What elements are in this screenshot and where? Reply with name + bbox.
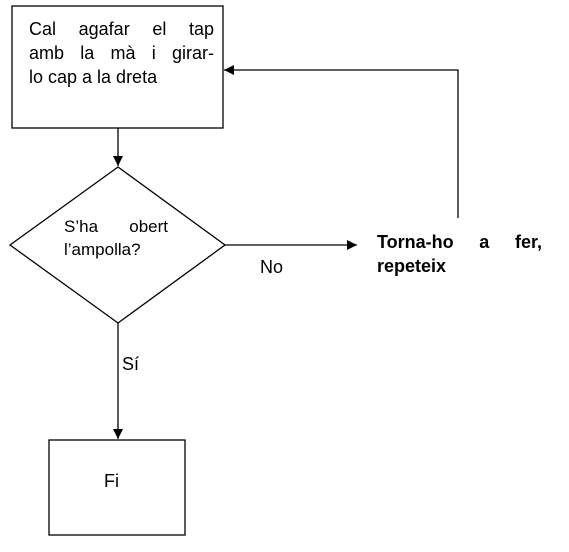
end-box-text: Fi xyxy=(104,471,119,491)
start-box xyxy=(11,5,224,129)
retry-text: Torna-ho a fer, repeteix xyxy=(377,230,542,278)
end-box xyxy=(48,439,186,536)
retry-line-1: Torna-ho a fer, xyxy=(377,232,542,252)
start-box-line-3: lo cap a la dreta xyxy=(29,67,158,87)
branch-label-no: No xyxy=(260,257,284,277)
decision-line-1: S’ha obert xyxy=(64,217,168,236)
decision-text: S’ha obert l’ampolla? xyxy=(64,215,168,261)
branch-label-yes: Sí xyxy=(122,354,140,374)
start-box-line-2: amb la mà i girar- xyxy=(29,43,214,63)
start-box-text: Cal agafar el tap amb la mà i girar- lo … xyxy=(29,17,214,89)
arrow-retry-to-start xyxy=(224,65,459,218)
start-box-line-1: Cal agafar el tap xyxy=(29,19,214,39)
decision-line-2: l’ampolla? xyxy=(64,240,141,259)
retry-line-2: repeteix xyxy=(377,256,447,276)
